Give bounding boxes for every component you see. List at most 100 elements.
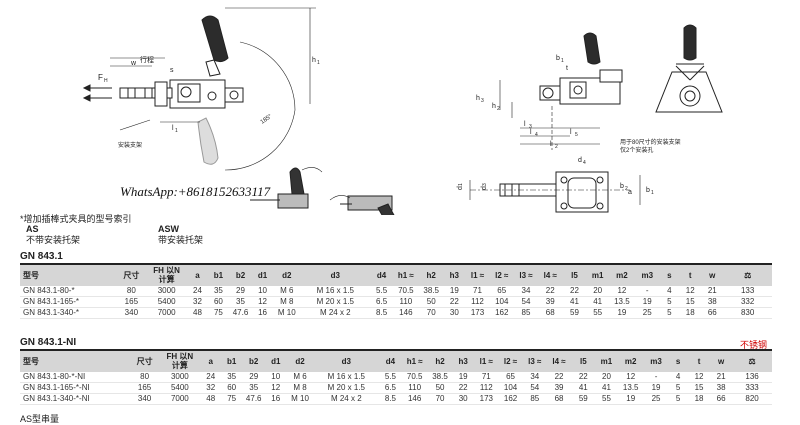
table-cell: GN 843.1-80-*-NI (20, 372, 131, 383)
table-cell: 24 (187, 286, 208, 297)
label-l2-sub: 2 (555, 144, 558, 150)
table-cell: 5.5 (370, 286, 393, 297)
table-cell: 65 (489, 286, 514, 297)
table1-header-1: 尺寸 (117, 263, 146, 286)
table-cell: 146 (392, 307, 420, 319)
table2-header-24: ⚖ (732, 349, 772, 372)
label-h1: h (312, 57, 316, 64)
label-l5-sub: 5 (575, 132, 578, 138)
table-cell: GN 843.1-165-* (20, 296, 118, 308)
table1-header-20: m3 (635, 263, 660, 286)
table-cell: 5400 (158, 382, 201, 394)
product-photo (250, 167, 395, 215)
label-h3-sub: 3 (481, 98, 484, 104)
table-cell: 19 (443, 286, 466, 297)
table-cell: 3000 (145, 286, 188, 297)
table-cell: 65 (498, 372, 523, 383)
watermark: WhatsApp:+8618152633117 (120, 184, 271, 199)
table-cell: 68 (538, 307, 563, 319)
table-cell: 19 (608, 307, 636, 319)
table1-header-13: l1 ≈ (465, 263, 490, 286)
table-cell: 16 (264, 393, 287, 405)
table-cell: 13.5 (617, 382, 644, 394)
table2-header-23: w (710, 349, 733, 372)
table-cell: 3000 (158, 372, 201, 383)
table1-header-16: l4 ≈ (538, 263, 563, 286)
table-cell: 16 (251, 307, 274, 319)
table-cell: 18 (679, 307, 702, 319)
table-cell: 22 (443, 296, 466, 308)
table2-header-18: m1 (595, 349, 618, 372)
table-cell: 80 (117, 286, 146, 297)
table1-header-9: d4 (370, 263, 393, 286)
table1-header-22: t (679, 263, 702, 286)
label-l3: l (524, 121, 526, 128)
label-l3-sub: 3 (529, 124, 532, 130)
table-cell: 19 (452, 372, 475, 383)
table-cell: 820 (732, 393, 772, 405)
table-cell: 7000 (145, 307, 188, 319)
table-cell: 133 (723, 286, 772, 297)
table-cell: 21 (701, 286, 724, 297)
table2-header-14: l2 ≈ (498, 349, 523, 372)
table-cell: 165 (130, 382, 159, 394)
table1-header-6: d1 (251, 263, 274, 286)
table2-header-5: b2 (242, 349, 265, 372)
table-cell: 22 (562, 286, 587, 297)
table1-header-14: l2 ≈ (489, 263, 514, 286)
table-cell: 50 (427, 382, 453, 394)
table-cell: 38.5 (427, 372, 453, 383)
table2-header-12: h3 (452, 349, 475, 372)
table1-header-12: h3 (443, 263, 466, 286)
table1-header-21: s (659, 263, 680, 286)
table-cell: 19 (635, 296, 660, 308)
table1-header-3: a (187, 263, 208, 286)
table-cell: 71 (474, 372, 499, 383)
table-cell: 5 (668, 382, 689, 394)
table1-header-10: h1 ≈ (392, 263, 420, 286)
table1-header-19: m2 (608, 263, 636, 286)
label-a: a (628, 189, 632, 196)
table-cell: 5 (659, 296, 680, 308)
table-cell: M 20 x 1.5 (313, 382, 380, 394)
table-cell: 173 (465, 307, 490, 319)
label-b2: b (620, 183, 624, 190)
label-t: t (566, 65, 568, 72)
table2-header-11: h2 (427, 349, 453, 372)
table-cell: 112 (474, 382, 499, 394)
table-cell: 162 (489, 307, 514, 319)
table-cell: GN 843.1-165-*-NI (20, 382, 131, 394)
table-cell: 21 (710, 372, 733, 383)
table-cell: 55 (595, 393, 618, 405)
label-w: w (130, 60, 137, 67)
table1-header-24: ⚖ (723, 263, 772, 286)
label-l5: l (570, 129, 572, 136)
label-d4: d (578, 157, 582, 164)
table-cell: 340 (130, 393, 159, 405)
table-cell: 12 (264, 382, 287, 394)
table-cell: 332 (723, 296, 772, 308)
table-cell: 70 (427, 393, 453, 405)
label-d1: d (457, 186, 464, 190)
table-cell: M 10 (273, 307, 301, 319)
end-view-drawing (655, 24, 723, 113)
front-view-drawing (499, 32, 623, 150)
label-s: s (170, 67, 174, 74)
table-cell: 15 (679, 296, 702, 308)
table-cell: 333 (732, 382, 772, 394)
table-cell: 12 (688, 372, 711, 383)
label-l2: l (550, 141, 552, 148)
table-cell: GN 843.1-340-*-NI (20, 393, 131, 405)
table-cell: 60 (207, 296, 230, 308)
label-b1-plan-sub: 1 (651, 190, 654, 196)
table-cell: 18 (688, 393, 711, 405)
label-b1-plan: b (646, 187, 650, 194)
table-cell: 30 (443, 307, 466, 319)
table1-header-7: d2 (273, 263, 301, 286)
